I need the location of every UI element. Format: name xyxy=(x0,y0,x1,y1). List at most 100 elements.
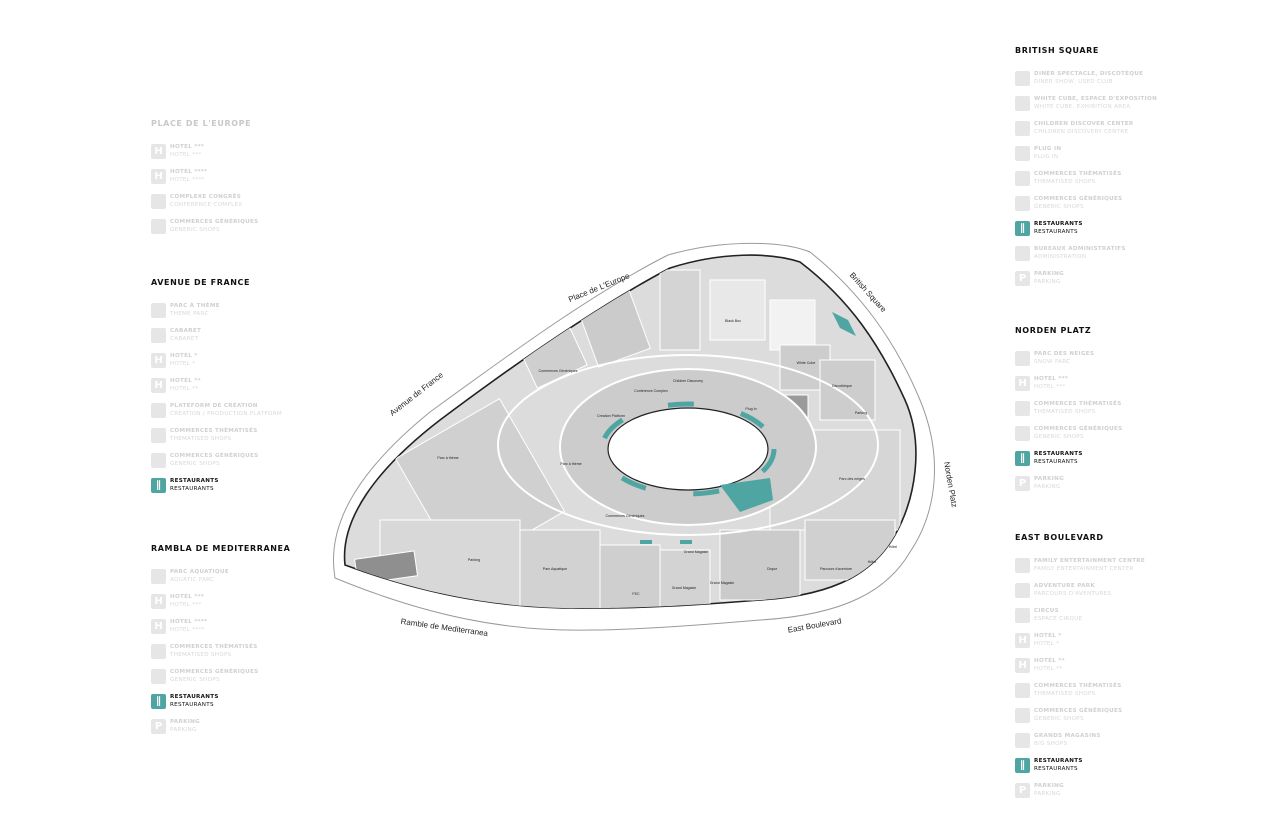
legend-item-sublabel: PARKING xyxy=(170,727,197,733)
legend-item-label: RESTAURANTS xyxy=(170,694,219,700)
zone-commerces-generiques-2: Commerces Génériques xyxy=(606,514,645,518)
zone-parking-1: Parking xyxy=(855,411,867,415)
legend-item-sublabel: CABARET xyxy=(170,336,199,342)
legend-item: COMMERCES GÉNÉRIQUES GENERIC SHOPS xyxy=(151,218,291,234)
hotel-icon: H xyxy=(151,593,166,609)
hotel-icon: H xyxy=(1015,657,1030,673)
legend-item-label: COMMERCES GÉNÉRIQUES xyxy=(170,219,259,225)
legend-item-sublabel: THEMATISED SHOPS xyxy=(1034,691,1096,697)
legend-item-sublabel: GENERIC SHOPS xyxy=(170,677,220,683)
restaurant-icon: ∥ xyxy=(1015,220,1030,236)
zone-parc-aquatique: Parc Aquatique xyxy=(543,567,567,571)
legend-item-labels: CABARET CABARET xyxy=(170,327,201,343)
legend-item-label: COMMERCES THÉMATISÉS xyxy=(1034,683,1122,689)
legend-item-label: DINER SPECTACLE, DISCOTÈQUE xyxy=(1034,71,1144,77)
legend-item-labels: DINER SPECTACLE, DISCOTÈQUE DINER SHOW, U… xyxy=(1034,70,1143,86)
shop-icon xyxy=(1015,170,1030,186)
legend-item-sublabel: CONFERENCE COMPLEX xyxy=(170,202,243,208)
legend-item-sublabel: RESTAURANTS xyxy=(170,486,214,492)
street-norden-platz: Norden Platz xyxy=(942,461,959,508)
legend-item: P PARKING PARKING xyxy=(151,718,291,734)
legend-item-label: COMMERCES THÉMATISÉS xyxy=(170,644,258,650)
shop-icon xyxy=(1015,425,1030,441)
legend-item-labels: HOTEL ***HOTEL *** xyxy=(170,143,204,159)
legend-item-label: PARKING xyxy=(170,719,201,725)
legend-item-sublabel: ESPACE CIRQUE xyxy=(1034,616,1083,622)
parking-icon: P xyxy=(1015,475,1030,491)
legend-item-sublabel: HOTEL * xyxy=(170,361,196,367)
legend-item-labels: HOTEL *HOTEL * xyxy=(170,352,198,368)
conference-icon xyxy=(151,193,166,209)
legend-item-sublabel: PARKING xyxy=(1034,484,1061,490)
inner-ring-teal xyxy=(599,401,777,497)
legend-item: CABARET CABARET xyxy=(151,327,291,343)
shop-icon xyxy=(1015,707,1030,723)
legend-item-label: PLATEFORM DE CRÉATION xyxy=(170,403,258,409)
creation-platform-icon xyxy=(151,402,166,418)
zone-parking-2: Parking xyxy=(468,558,480,562)
legend-item-label: RESTAURANTS xyxy=(1034,758,1083,764)
zone-white-cube: White Cube xyxy=(797,361,816,365)
legend-item-label: HOTEL *** xyxy=(170,144,205,150)
zone-grand-magasin-1: Grand Magasin xyxy=(684,550,709,554)
zone-parcours-aventure: Parcours d'aventure xyxy=(820,567,852,571)
zone-cirque: Cirque xyxy=(767,567,778,571)
hotel-icon: H xyxy=(151,143,166,159)
legend-item-sublabel: DINER SHOW, USED CLUB xyxy=(1034,79,1113,85)
shop-icon xyxy=(1015,732,1030,748)
legend-item-labels: HOTEL ****HOTEL **** xyxy=(170,168,207,184)
shop-icon xyxy=(151,668,166,684)
zone-labels: Parc à thème Parc à thème Parc des neige… xyxy=(437,319,897,596)
legend-item-sublabel: PARKING xyxy=(1034,279,1061,285)
zone-fec: FEC xyxy=(632,592,640,596)
zone-children-discovery: Children Discovery xyxy=(673,379,703,383)
street-british-square: British Square xyxy=(848,271,889,315)
legend-item-sublabel: RESTAURANTS xyxy=(1034,459,1078,465)
hotel-icon: H xyxy=(151,168,166,184)
legend-item-label: COMMERCES GÉNÉRIQUES xyxy=(170,453,259,459)
legend-item-sublabel: CREATION / PRODUCTION PLATFORM xyxy=(170,411,282,417)
legend-item-labels: HOTEL ****HOTEL **** xyxy=(170,618,207,634)
legend-item-label: PARC DES NEIGES xyxy=(1034,351,1095,357)
restaurant-icon: ∥ xyxy=(151,477,166,493)
teal-accent-3 xyxy=(640,540,652,544)
legend-item-sublabel: GENERIC SHOPS xyxy=(170,227,220,233)
legend-item-labels: COMMERCES GÉNÉRIQUES GENERIC SHOPS xyxy=(170,668,258,684)
legend-item-label: CABARET xyxy=(170,328,202,334)
teal-accent-4 xyxy=(680,540,692,544)
legend-item-label: PARKING xyxy=(1034,271,1065,277)
legend-item-label: COMMERCES GÉNÉRIQUES xyxy=(170,669,259,675)
snow-park-icon xyxy=(1015,350,1030,366)
children-center-icon xyxy=(1015,120,1030,136)
legend-item-sublabel: ADMINISTRATION xyxy=(1034,254,1087,260)
zone-parc-a-theme-2: Parc à thème xyxy=(560,462,581,466)
legend-item-label: HOTEL * xyxy=(1034,633,1062,639)
legend-item-sublabel: GENERIC SHOPS xyxy=(1034,434,1084,440)
zone-hotel-1: Hôtel xyxy=(868,560,877,564)
legend-title: BRITISH SQUARE xyxy=(1015,46,1099,55)
parking-icon: P xyxy=(151,718,166,734)
legend-item-label: CIRCUS xyxy=(1034,608,1059,614)
legend-item-sublabel: CHILDREN DISCOVERY CENTRE xyxy=(1034,129,1129,135)
